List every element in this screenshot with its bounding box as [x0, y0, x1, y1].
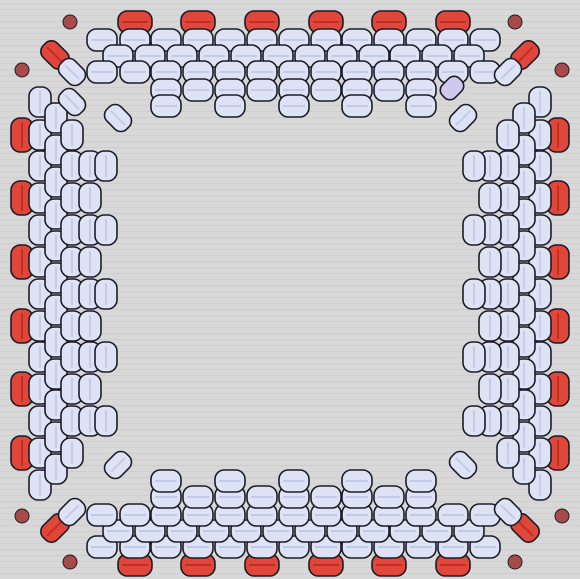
corner-dot: [555, 63, 569, 77]
pale-bead: [406, 95, 436, 117]
pale-bead: [311, 486, 341, 508]
pale-bead: [183, 486, 213, 508]
pale-bead: [279, 95, 309, 117]
pale-bead: [247, 79, 277, 101]
pale-bead: [61, 438, 83, 468]
pale-bead: [247, 486, 277, 508]
pale-bead: [151, 95, 181, 117]
pale-bead: [120, 504, 150, 526]
pale-bead: [374, 486, 404, 508]
corner-dot: [508, 15, 522, 29]
corner-dot: [15, 63, 29, 77]
pale-bead: [463, 151, 485, 181]
pale-bead: [183, 79, 213, 101]
corner-dot: [63, 555, 77, 569]
pale-bead: [479, 183, 501, 213]
pale-bead: [79, 374, 101, 404]
pale-bead: [342, 470, 372, 492]
pale-bead: [374, 79, 404, 101]
pale-bead: [342, 95, 372, 117]
pale-bead: [463, 215, 485, 245]
pale-bead: [95, 215, 117, 245]
pale-bead: [61, 120, 83, 150]
pale-bead: [95, 406, 117, 436]
pale-bead: [95, 279, 117, 309]
pale-bead: [79, 183, 101, 213]
corner-dot: [508, 555, 522, 569]
pale-bead: [479, 374, 501, 404]
corner-dot: [555, 509, 569, 523]
pale-bead: [95, 151, 117, 181]
pale-bead: [79, 247, 101, 277]
pale-bead: [406, 470, 436, 492]
pale-bead: [87, 504, 117, 526]
pale-bead: [438, 504, 468, 526]
pale-bead: [215, 95, 245, 117]
pale-bead: [479, 247, 501, 277]
pale-bead: [463, 406, 485, 436]
pale-bead: [497, 438, 519, 468]
pale-bead: [279, 470, 309, 492]
corner-dot: [63, 15, 77, 29]
pale-bead: [151, 470, 181, 492]
pale-bead: [463, 279, 485, 309]
pale-bead: [497, 120, 519, 150]
pale-bead: [479, 311, 501, 341]
pale-bead: [95, 342, 117, 372]
corner-dot: [15, 509, 29, 523]
pale-bead: [463, 342, 485, 372]
pale-bead: [120, 61, 150, 83]
pale-bead: [311, 79, 341, 101]
pale-bead: [215, 470, 245, 492]
pale-bead: [87, 61, 117, 83]
pale-bead: [79, 311, 101, 341]
